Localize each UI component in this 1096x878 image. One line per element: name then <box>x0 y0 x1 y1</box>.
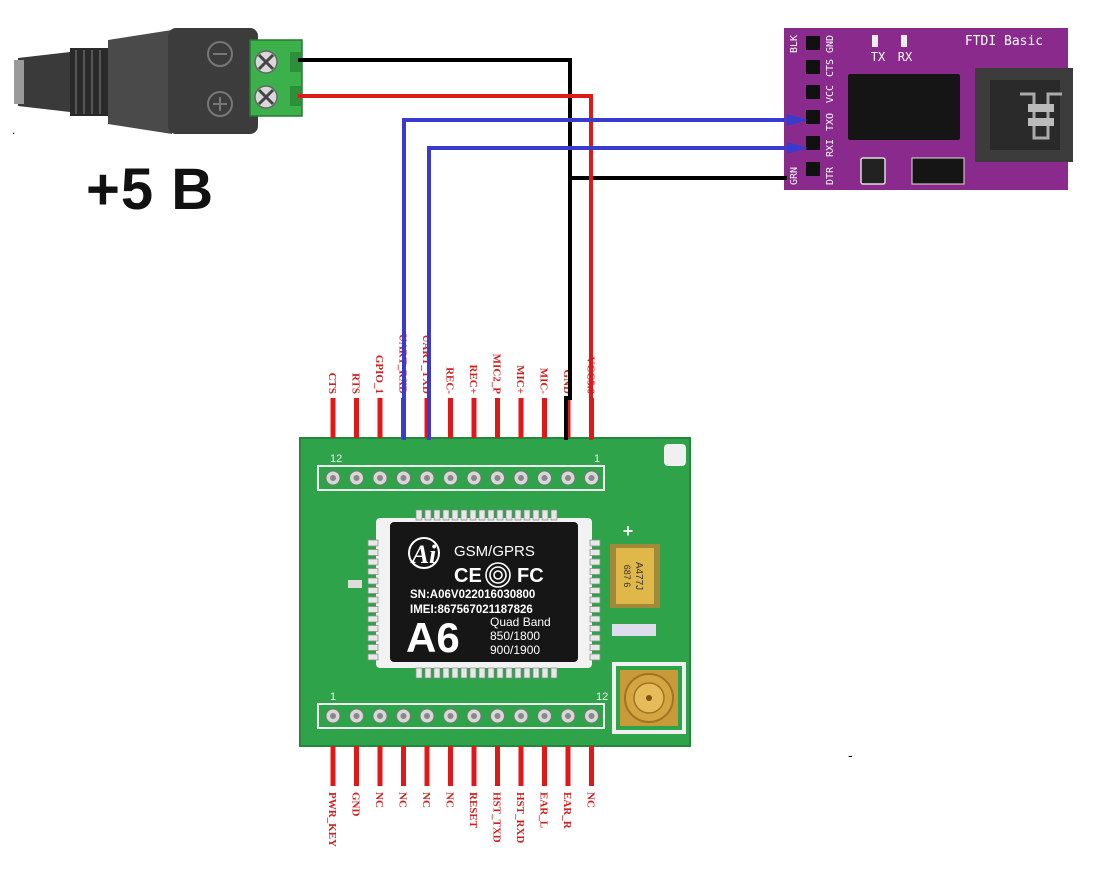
top-pin-label: GPIO_1 <box>373 355 385 394</box>
ftdi-pin-gnd: GND <box>825 35 836 53</box>
cap-plus-icon: + <box>623 521 634 541</box>
bottom-header-outline <box>317 703 605 729</box>
chip-freq-2: 900/1900 <box>490 643 540 657</box>
ftdi-component <box>860 157 886 185</box>
bottom-pin-lead <box>471 746 477 786</box>
wire-uart-txd <box>427 146 787 440</box>
ftdi-rx-led-label: RX <box>898 50 913 64</box>
bottom-pin-label: RESET <box>467 792 479 829</box>
top-pin-lead <box>471 398 477 438</box>
bottom-pin-lead <box>330 746 336 786</box>
chip-freq-1: 850/1800 <box>490 629 540 643</box>
top-header-num-12: 12 <box>330 453 342 465</box>
ftdi-pin-vcc: VCC <box>825 85 836 103</box>
smd-component <box>348 580 362 588</box>
bottom-header-num-12: 12 <box>596 691 608 703</box>
bottom-pin-lead <box>424 746 430 786</box>
a6-gsm-module: 12 1 1 12 Ai GSM/GPRS CE FC SN:A06V02201… <box>299 437 691 747</box>
bottom-pin-lead <box>518 746 524 786</box>
chip-gsm-text: GSM/GPRS <box>454 543 535 560</box>
module-pin-labels: CTSPWR_KEYRTSGNDGPIO_1NCUART_RXDNCUART_T… <box>326 334 597 847</box>
ftdi-title: FTDI Basic <box>965 34 1043 49</box>
mounting-hole <box>664 444 686 466</box>
bottom-pin-label: HST_RXD <box>514 792 526 843</box>
top-pin-lead <box>448 398 453 438</box>
top-pin-lead <box>495 398 500 438</box>
ftdi-pin-dtr: DTR <box>825 166 836 185</box>
chip-imei: IMEI:867567021187826 <box>410 604 533 616</box>
bottom-pin-lead <box>565 746 571 786</box>
arrow-txo-icon <box>787 114 808 126</box>
ftdi-pin-txo: TXO <box>825 113 836 131</box>
wire-vcc <box>298 94 593 440</box>
top-pin-lead <box>377 398 383 438</box>
smd-array <box>612 624 656 636</box>
wireless-icon <box>485 562 511 588</box>
top-pin-label: MIC+ <box>514 365 526 394</box>
top-pin-label: RTS <box>350 373 362 394</box>
ftdi-pin-grn: GRN <box>789 167 800 185</box>
top-pin-label: REC- <box>444 367 456 394</box>
plus-icon <box>207 91 233 117</box>
svg-text:-: - <box>848 747 853 763</box>
ftdi-chip <box>848 74 960 140</box>
wire-gnd-module <box>564 60 572 440</box>
chip-model: A6 <box>406 614 460 661</box>
bottom-pin-label: NC <box>373 792 385 808</box>
bottom-pin-lead <box>354 746 359 786</box>
ftdi-basic-board: BLK GND CTS VCC TXO RXI DTR GRN FTDI Bas… <box>784 28 1073 190</box>
bottom-header-num-1: 1 <box>330 691 336 703</box>
bottom-pin-label: EAR_R <box>561 792 573 830</box>
chip-band: Quad Band <box>490 615 551 629</box>
bottom-pin-label: NC <box>444 792 456 808</box>
top-pin-label: MIC2_P <box>491 354 503 395</box>
svg-text:.: . <box>12 123 15 137</box>
bottom-pin-label: PWR_KEY <box>326 792 338 847</box>
ftdi-tx-led-label: TX <box>871 50 886 64</box>
top-pin-lead <box>518 398 524 438</box>
bottom-pin-lead <box>542 746 547 786</box>
ftdi-header-pins <box>806 36 820 176</box>
ftdi-pin-blk: BLK <box>789 35 800 53</box>
top-pin-label: REC+ <box>467 365 479 395</box>
top-pin-lead <box>354 398 359 438</box>
bottom-pin-lead <box>401 746 406 786</box>
top-pin-lead <box>542 398 547 438</box>
ce-mark-icon: CE <box>454 565 482 587</box>
top-pin-lead <box>330 398 336 438</box>
top-header-num-1: 1 <box>594 453 600 465</box>
bottom-pin-lead <box>495 746 500 786</box>
ftdi-pin-rxi: RXI <box>825 139 836 157</box>
bottom-pin-lead <box>448 746 453 786</box>
top-header-outline <box>317 465 605 491</box>
arrow-rxi-icon <box>787 142 808 154</box>
ftdi-regulator <box>911 157 965 185</box>
ftdi-pin-cts: CTS <box>825 59 836 77</box>
dc-jack-body <box>168 28 258 134</box>
dc-plug-cable <box>18 52 70 112</box>
bottom-pin-label: NC <box>397 792 409 808</box>
wire-uart-rxd <box>402 118 787 440</box>
bottom-pin-label: EAR_L <box>538 792 550 828</box>
dc-plug-tip <box>14 60 24 104</box>
chip-sn: SN:A06V022016030800 <box>410 589 535 601</box>
cap-marking: A477J <box>633 562 644 590</box>
a6-chip <box>390 522 578 662</box>
cap-marking-2: 687 6 <box>622 565 632 588</box>
top-pin-label: MIC- <box>538 368 550 395</box>
bottom-pin-label: NC <box>585 792 597 808</box>
bottom-pin-label: GND <box>350 792 362 817</box>
supply-voltage-label: +5 B <box>86 157 215 222</box>
minus-icon <box>207 41 233 67</box>
top-pin-label: CTS <box>326 373 338 394</box>
bottom-pin-label: HST_TXD <box>491 792 503 843</box>
dc-jack-adapter <box>14 28 303 134</box>
bottom-pin-lead <box>589 746 594 786</box>
dc-jack-body-taper <box>108 30 172 134</box>
bottom-pin-label: NC <box>420 792 432 808</box>
bottom-pin-lead <box>377 746 383 786</box>
wires <box>298 58 808 440</box>
fc-mark-icon: FC <box>517 565 544 587</box>
